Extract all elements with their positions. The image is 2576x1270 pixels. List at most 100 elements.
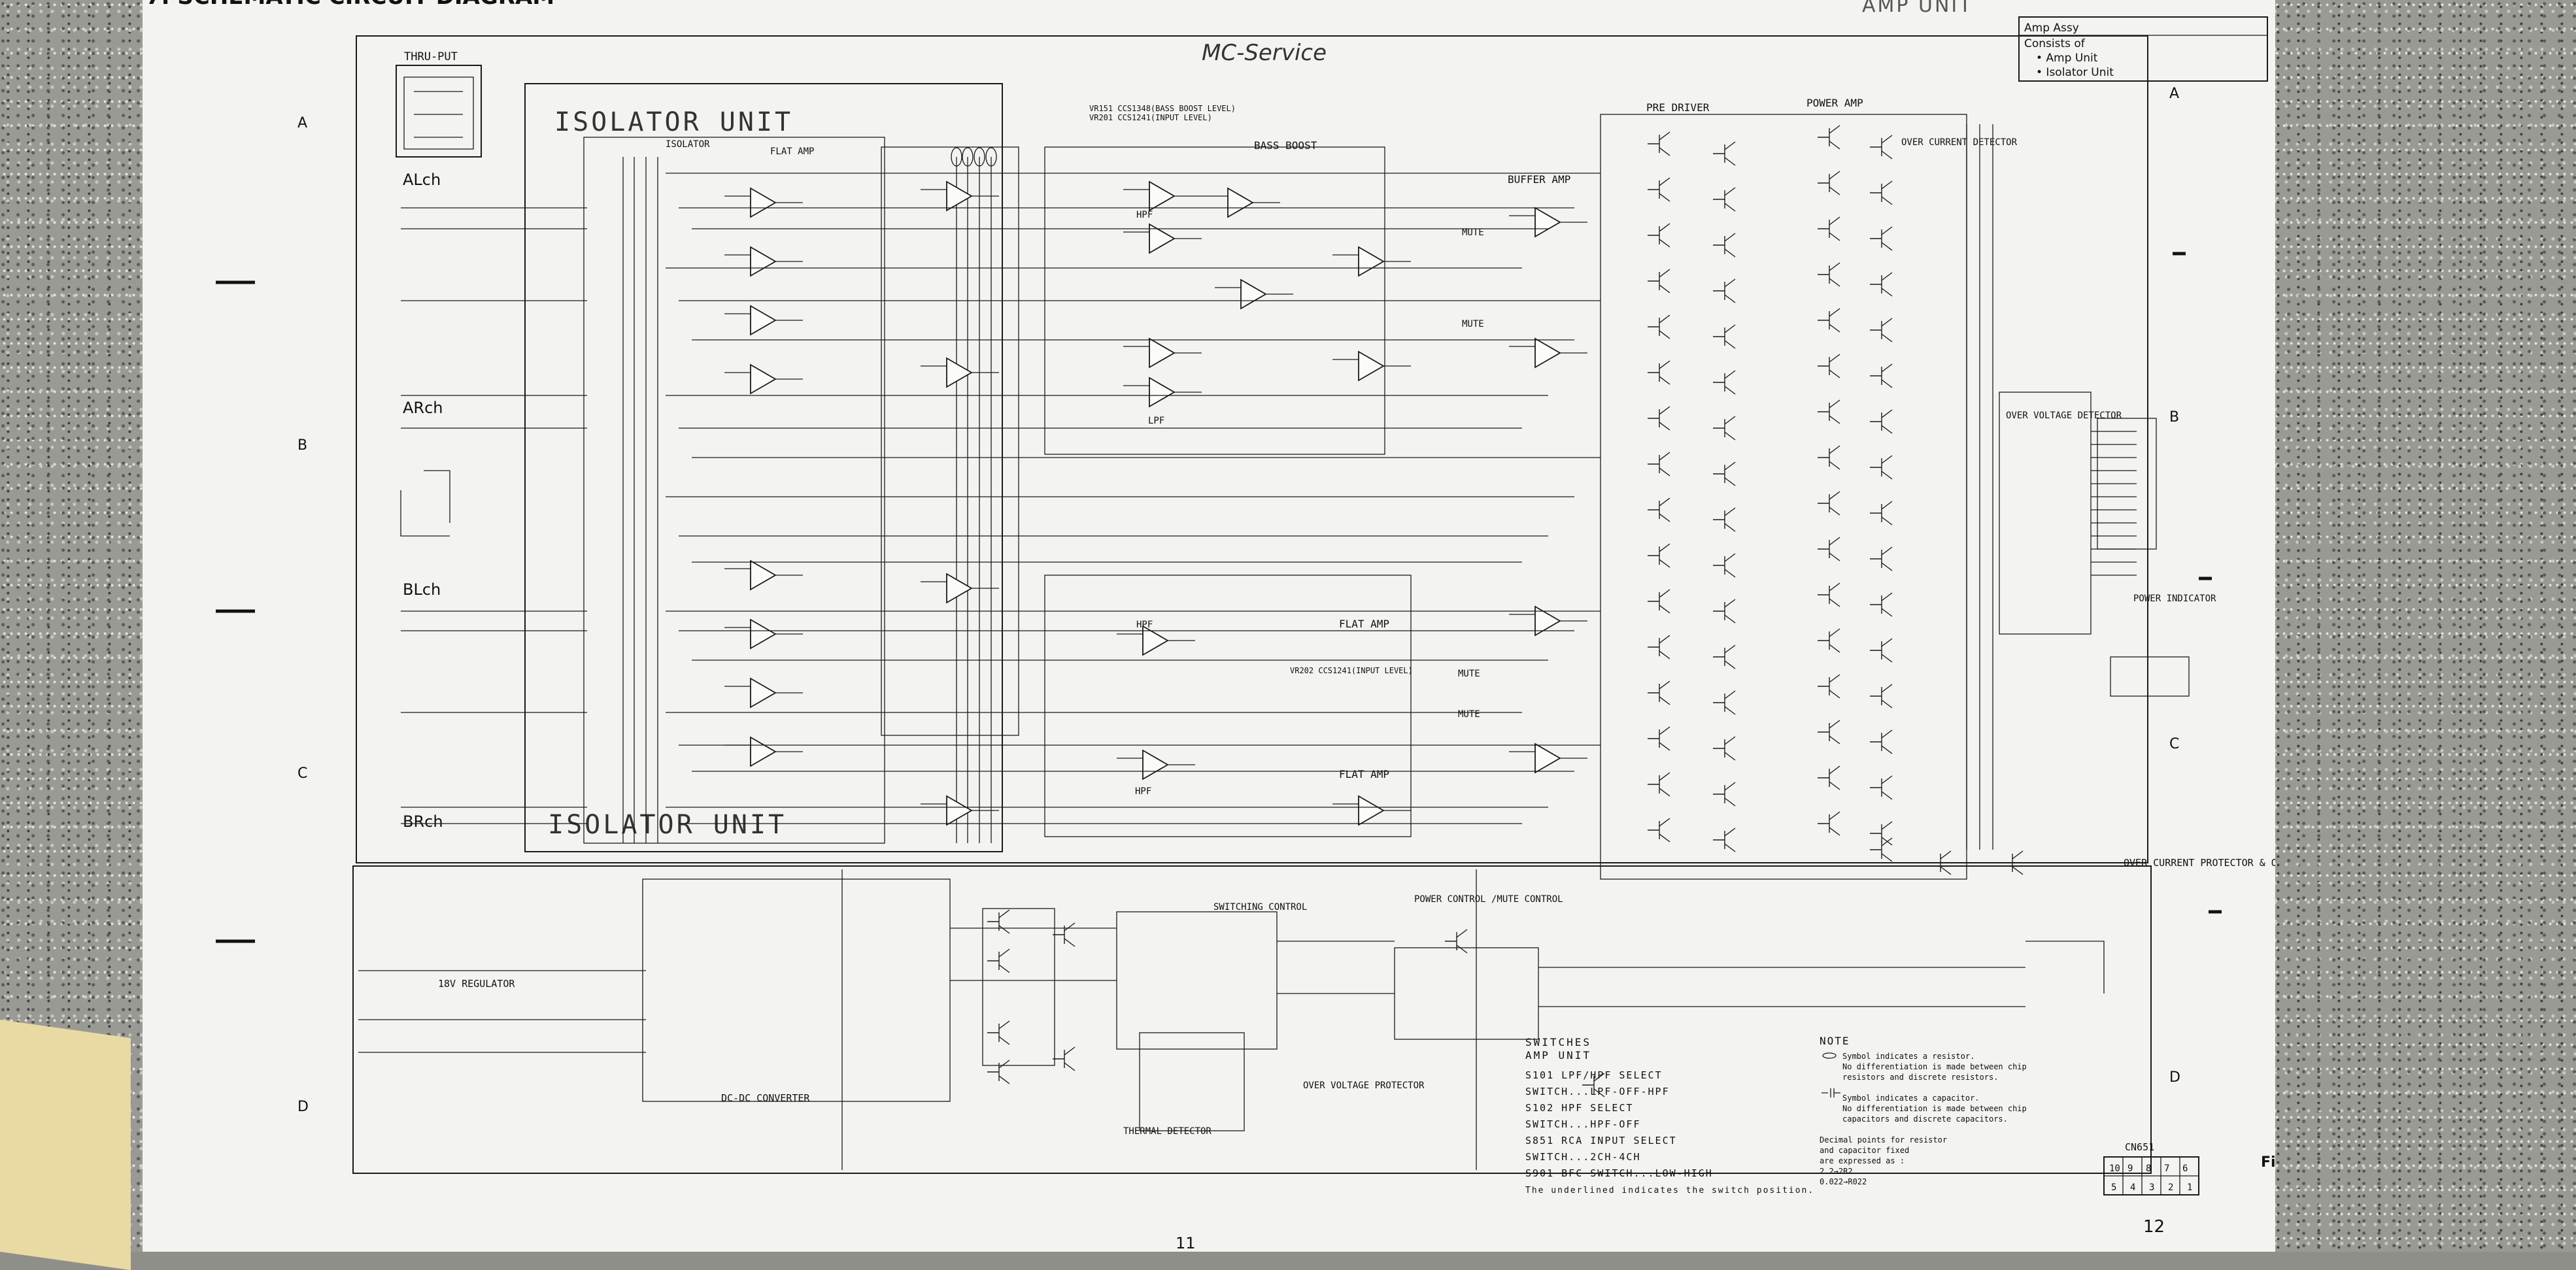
vr-mid-label: VR202 CCS1241(INPUT LEVEL) — [1290, 666, 1413, 675]
transistor-collector — [1829, 491, 1840, 500]
transistor-emitter — [1881, 425, 1893, 434]
transistor-emitter — [1881, 516, 1893, 526]
op-amp-symbol — [750, 736, 777, 767]
transistor-collector — [1881, 592, 1893, 601]
transistor-collector — [1881, 226, 1893, 235]
transistor-collector — [1829, 765, 1840, 775]
transistor-collector — [1829, 445, 1840, 454]
transistor-emitter — [1593, 1088, 1605, 1097]
transistor-emitter — [1659, 193, 1670, 202]
transistor-emitter — [1881, 150, 1893, 159]
switch-line: S101 LPF/HPF SELECT — [1525, 1069, 1663, 1081]
switches-block: SWITCHES AMP UNIT S101 LPF/HPF SELECT SW… — [1525, 1036, 1813, 1195]
section-title: 7. SCHEMATIC CIRCUIT DIAGRAM — [146, 0, 554, 10]
transistors — [987, 125, 2024, 1097]
transistor-emitter — [1829, 827, 1840, 836]
isolator-unit-label: ISOLATOR UNIT — [554, 107, 793, 137]
transistor-emitter — [1829, 781, 1840, 790]
transistor-collector — [1724, 690, 1736, 699]
note-line: capacitors and discrete capacitors. — [1842, 1114, 2008, 1124]
transistor-emitter — [1881, 791, 1893, 800]
channel-blch: BLch — [403, 580, 441, 599]
transistor-emitter — [1881, 654, 1893, 663]
hpf-mid1-label: HPF — [1136, 620, 1153, 630]
over-current-detector-label: OVER CURRENT DETECTOR — [1901, 137, 2018, 148]
over-voltage-detector-label: OVER VOLTAGE DETECTOR — [2006, 410, 2122, 421]
row-label-right-a: A — [2169, 86, 2179, 102]
buffer-amp-label: BUFFER AMP — [1508, 173, 1570, 186]
transistor-emitter — [1659, 376, 1670, 385]
transistor-collector — [1829, 262, 1840, 271]
transistor-collector — [1881, 318, 1893, 327]
transistor-emitter — [1724, 569, 1736, 578]
transistor-collector — [1881, 363, 1893, 373]
assy-box: Amp Assy Consists of • Amp Unit • Isolat… — [2018, 16, 2268, 82]
page-number-left: 11 — [1176, 1234, 1196, 1252]
transistor-collector — [1659, 543, 1670, 552]
mute-label-4: MUTE — [1458, 709, 1480, 720]
transistor-emitter — [1829, 735, 1840, 744]
assy-title: Amp Assy — [2024, 22, 2079, 35]
flat-amp-mid-label: FLAT AMP — [1339, 618, 1389, 630]
transistor-collector — [1659, 772, 1670, 781]
transistor-emitter — [1659, 742, 1670, 751]
transistor-collector — [1881, 272, 1893, 281]
transistor-collector — [1881, 684, 1893, 693]
transistor-collector — [1724, 233, 1736, 242]
transistor-emitter — [1659, 513, 1670, 522]
transistor-collector — [998, 909, 1010, 918]
transistor-emitter — [1724, 752, 1736, 761]
bus-cap — [962, 147, 974, 167]
op-amp-symbol — [1358, 795, 1385, 826]
transistor-collector — [1829, 811, 1840, 820]
transistor-collector — [1724, 461, 1736, 471]
op-amps — [724, 180, 1587, 826]
transistor-collector — [1881, 729, 1893, 739]
transistor-emitter — [1724, 523, 1736, 532]
transistor-emitter — [1829, 324, 1840, 333]
transistor-emitter — [1724, 294, 1736, 303]
transistor-collector — [1724, 736, 1736, 745]
transistor-collector — [1659, 680, 1670, 690]
transistor-emitter — [1659, 422, 1670, 431]
transistor-emitter — [998, 925, 1010, 934]
bus-cap — [951, 147, 962, 167]
row-label-left-c: C — [297, 765, 307, 782]
transistor-emitter — [1829, 186, 1840, 195]
transistor-collector — [1881, 638, 1893, 647]
regulator-label: 18V REGULATOR — [438, 978, 515, 990]
transistor-emitter — [1659, 559, 1670, 568]
transistor-collector — [1659, 818, 1670, 827]
transistor-collector — [1881, 501, 1893, 510]
assy-consists: Consists of — [2024, 37, 2086, 50]
transistor-emitter — [1881, 837, 1893, 846]
ocp-ovp-label: OVER CURRENT PROTECTOR & OVER VOLTAGE PR… — [2124, 857, 2275, 869]
transistor-collector — [1724, 599, 1736, 608]
switch-line: S851 RCA INPUT SELECT — [1525, 1135, 1677, 1146]
transistor-emitter — [1724, 660, 1736, 669]
transistor-collector — [1659, 131, 1670, 141]
transistor-collector — [1724, 416, 1736, 425]
transistor-collector — [1829, 125, 1840, 134]
power-control-label: POWER CONTROL /MUTE CONTROL — [1414, 894, 1563, 905]
over-voltage-protector-label: OVER VOLTAGE PROTECTOR — [1303, 1080, 1425, 1091]
transistor-emitter — [1881, 471, 1893, 480]
transistor-collector — [998, 1060, 1010, 1069]
op-amp-symbol — [946, 573, 973, 604]
op-amp-symbol — [1358, 350, 1385, 382]
transistor-emitter — [1064, 938, 1076, 947]
transistor-collector — [1829, 399, 1840, 409]
transistor-collector — [1659, 223, 1670, 232]
assy-item-amp: • Amp Unit — [2036, 52, 2098, 65]
beige-paper-corner — [0, 1020, 131, 1270]
transistor-emitter — [1829, 369, 1840, 378]
transistor-emitter — [1659, 788, 1670, 797]
connector-pin-bottom: 1 — [2187, 1182, 2192, 1193]
transistor-collector — [1829, 216, 1840, 226]
transistor-collector — [1659, 360, 1670, 369]
op-amp-symbol — [750, 677, 777, 709]
isolator-label: ISOLATOR — [666, 139, 710, 150]
connector-pin-top: 9 — [2127, 1163, 2133, 1174]
bus-cap — [985, 147, 997, 167]
op-amp-symbol — [1358, 246, 1385, 277]
